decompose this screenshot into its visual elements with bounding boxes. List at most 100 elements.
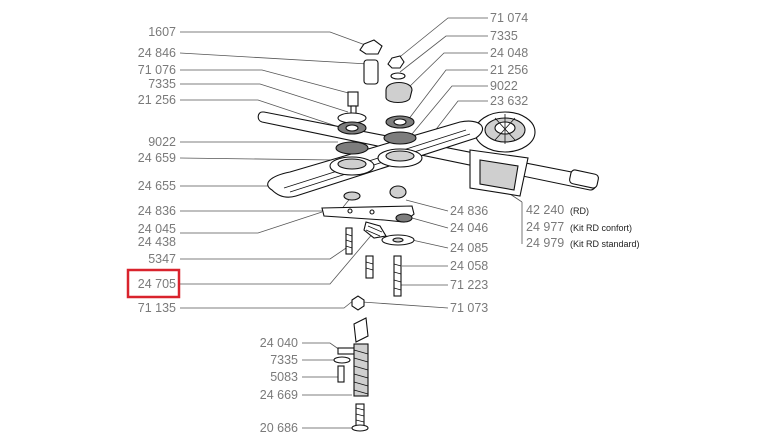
leader-21256b — [407, 69, 488, 121]
label-21256a: 21 256 — [138, 93, 176, 107]
pulley-spokes — [494, 114, 516, 144]
bolt-5347-thread — [345, 233, 353, 249]
bearing-hole-a — [345, 124, 359, 132]
bolt-71223 — [365, 255, 374, 279]
nut-71074 — [387, 55, 405, 69]
bracket-24040 — [353, 317, 369, 343]
leader-gearbox — [509, 193, 523, 203]
label-71074: 71 074 — [490, 11, 528, 25]
leader-71076 — [180, 69, 357, 96]
bolt-20686-thread — [355, 407, 365, 423]
gearbox-refs: 42 240 (RD) 24 977 (Kit RD confort) 24 9… — [526, 203, 640, 250]
label-7335a: 7335 — [148, 77, 176, 91]
label-42240: 42 240 — [526, 203, 564, 217]
label-24046: 24 046 — [450, 221, 488, 235]
label-24979: 24 979 — [526, 236, 564, 250]
spacer-24836a — [343, 191, 361, 201]
washer-7335b — [390, 72, 406, 80]
leader-24836b — [405, 199, 449, 212]
leader-24659 — [179, 157, 335, 161]
nut-71073 — [351, 295, 365, 311]
washer-lower — [333, 356, 351, 364]
label-24438: 24 438 — [138, 235, 176, 249]
highlight-box — [126, 268, 181, 299]
leader-71074 — [395, 17, 488, 61]
spacer-24836b — [389, 185, 407, 199]
labels-left: 1607 24 846 71 076 7335 21 256 9022 24 6… — [138, 25, 176, 315]
leader-24085 — [411, 239, 449, 249]
pulley-23632-hub — [385, 150, 415, 162]
label-24977: 24 977 — [526, 220, 564, 234]
bolt-71223-thread — [365, 261, 374, 271]
label-7335c: 7335 — [270, 353, 298, 367]
label-5083: 5083 — [270, 370, 298, 384]
label-24669: 24 669 — [260, 388, 298, 402]
leader-71135 — [180, 299, 355, 309]
leader-71073 — [361, 301, 449, 309]
bolt-head-71076 — [347, 91, 359, 107]
v-belt-inner-2 — [289, 133, 471, 193]
leader-24040 — [302, 342, 341, 351]
bolt-5083 — [337, 365, 345, 383]
labels-lower: 24 040 7335 5083 24 669 20 686 — [260, 336, 298, 435]
leader-24045 — [180, 211, 323, 234]
label-24048: 24 048 — [490, 46, 528, 60]
nut-1607 — [359, 39, 383, 55]
leader-9022b — [411, 85, 488, 135]
leader-21256a — [180, 99, 343, 129]
bolt-20686-head — [351, 424, 369, 432]
label-24659: 24 659 — [138, 151, 176, 165]
leader-1607 — [180, 31, 369, 47]
spring-24705 — [363, 221, 387, 239]
plate-hole-2 — [369, 209, 375, 215]
note-42240: (RD) — [570, 206, 589, 216]
washer-24085-hole — [392, 237, 404, 243]
tensioner-assembly — [321, 185, 415, 311]
label-9022b: 9022 — [490, 79, 518, 93]
bearing-hole-b — [393, 118, 407, 126]
leader-24046 — [411, 217, 449, 229]
gearbox-face — [479, 159, 519, 191]
leader-5347 — [180, 243, 353, 260]
bolt-24058 — [393, 255, 402, 297]
spring-24669-coils — [353, 349, 369, 395]
label-23632: 23 632 — [490, 94, 528, 108]
label-24705: 24 705 — [138, 277, 176, 291]
shaft-end — [569, 169, 599, 189]
label-24846: 24 846 — [138, 46, 176, 60]
label-71135: 71 135 — [138, 301, 176, 315]
note-24977: (Kit RD confort) — [570, 223, 632, 233]
label-21256b: 21 256 — [490, 63, 528, 77]
note-24979: (Kit RD standard) — [570, 239, 640, 249]
bearing-9022a — [335, 141, 369, 155]
cap-24048 — [385, 81, 413, 104]
bushing-24046 — [395, 213, 413, 223]
label-71076: 71 076 — [138, 63, 176, 77]
label-24040: 24 040 — [260, 336, 298, 350]
leader-24846 — [179, 52, 369, 65]
left-pulley-stack — [329, 39, 383, 176]
v-belt-inner — [283, 129, 467, 189]
label-71073: 71 073 — [450, 301, 488, 315]
spacer-24846 — [363, 59, 379, 85]
leader-7335a — [180, 83, 349, 113]
label-9022a: 9022 — [148, 135, 176, 149]
pulley-24659-hub — [337, 158, 367, 170]
right-pulley-stack — [377, 55, 423, 168]
labels-right: 71 074 7335 24 048 21 256 9022 23 632 24… — [450, 11, 528, 315]
spring-coils — [365, 225, 383, 237]
bearing-9022b — [383, 131, 417, 145]
bolt-24058-thread — [393, 263, 402, 291]
label-7335b: 7335 — [490, 29, 518, 43]
plate-hole-1 — [347, 208, 353, 214]
leader-lines — [179, 17, 523, 429]
leader-24048 — [405, 52, 488, 91]
label-5347: 5347 — [148, 252, 176, 266]
leader-7335b — [399, 35, 488, 73]
lower-assembly — [333, 317, 369, 432]
label-24836b: 24 836 — [450, 204, 488, 218]
label-24085: 24 085 — [450, 241, 488, 255]
belt — [267, 120, 483, 198]
